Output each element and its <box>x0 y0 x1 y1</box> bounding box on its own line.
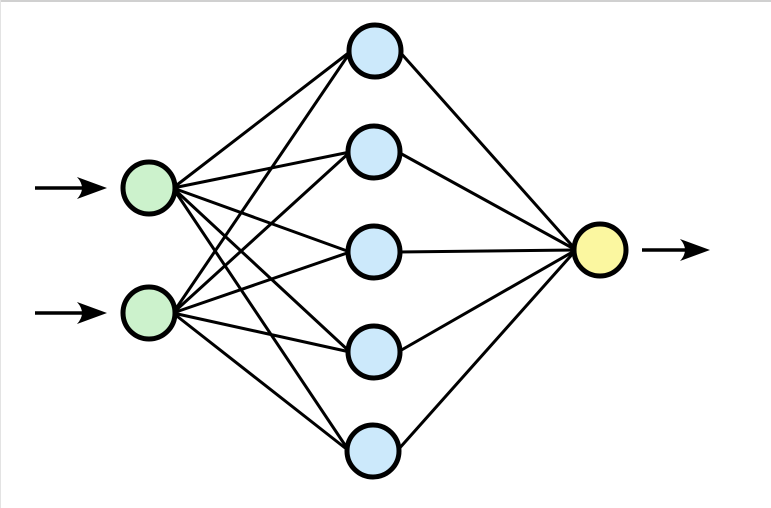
connection-edge-in2-h3 <box>172 250 351 315</box>
connection-edge-in2-h4 <box>172 311 351 354</box>
output-node-1 <box>571 221 629 279</box>
hidden-node-3 <box>345 223 403 281</box>
input-node-1 <box>120 159 178 217</box>
top-border-line <box>0 0 771 2</box>
connection-edge-in2-h1 <box>171 50 353 314</box>
connection-edge-h4-out1 <box>397 248 577 354</box>
connection-edge-in1-h4 <box>171 186 352 354</box>
connection-edge-in1-h1 <box>172 49 352 190</box>
hidden-node-1 <box>346 22 404 80</box>
input-node-2 <box>120 284 178 342</box>
connection-edge-in1-h2 <box>172 150 351 190</box>
connection-edge-h2-out1 <box>397 150 577 252</box>
left-border-line <box>0 0 1 508</box>
input-arrow-1-head <box>77 177 107 199</box>
hidden-node-2 <box>345 123 403 181</box>
input-arrow-2-head <box>77 302 107 324</box>
connection-edge-in1-h5 <box>171 187 351 452</box>
connection-edge-in1-h3 <box>172 186 351 254</box>
connection-edge-h5-out1 <box>395 249 578 452</box>
output-arrow-1-head <box>680 239 710 261</box>
connection-edge-in2-h5 <box>172 311 350 453</box>
hidden-node-4 <box>345 323 403 381</box>
connection-edge-h3-out1 <box>397 248 577 254</box>
connection-edge-in2-h2 <box>171 150 352 315</box>
connection-edge-h1-out1 <box>397 50 578 251</box>
hidden-node-5 <box>344 422 402 480</box>
